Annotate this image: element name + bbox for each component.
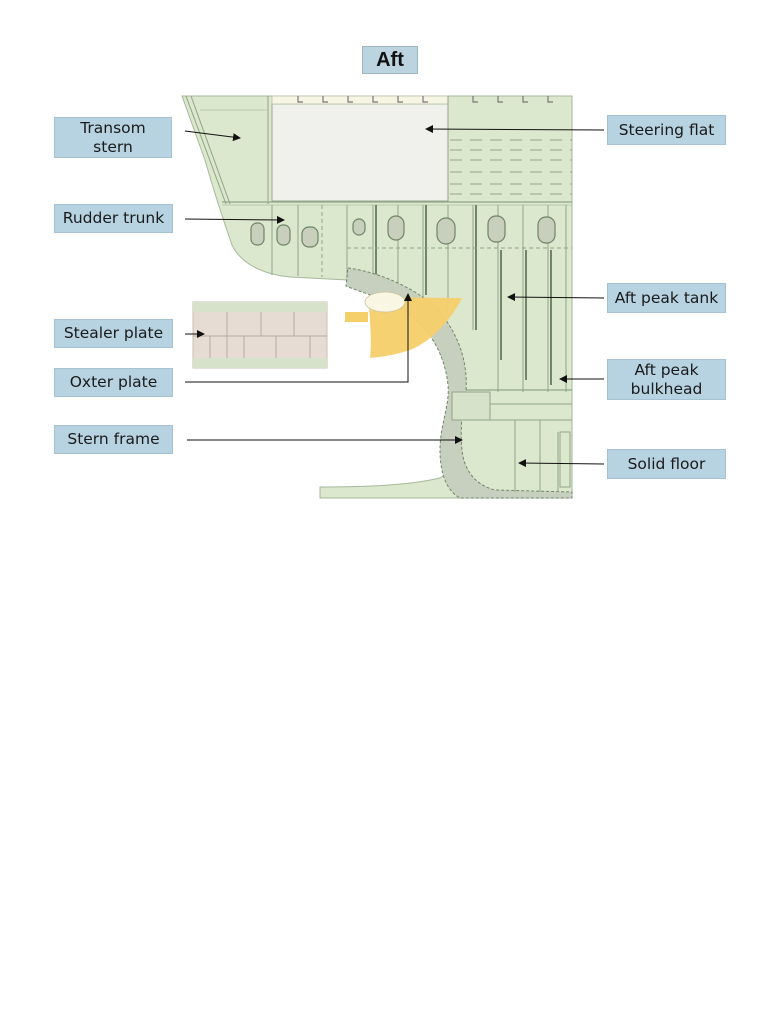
- leader-oxter-plate: [185, 293, 412, 383]
- leader-transom-stern: [184, 130, 241, 142]
- label-solid-floor: Solid floor: [607, 449, 726, 479]
- label-aft-peak-bulkhead: Aft peak bulkhead: [607, 359, 726, 400]
- label-transom-stern: Transom stern: [54, 117, 172, 158]
- tank-hatching: [450, 139, 572, 195]
- leader-aft-peak-tank: [507, 293, 605, 302]
- label-steering-flat: Steering flat: [607, 115, 726, 145]
- leader-steering-flat: [425, 125, 605, 134]
- label-oxter-plate: Oxter plate: [54, 368, 173, 397]
- label-stern-frame: Stern frame: [54, 425, 173, 454]
- leader-rudder-trunk: [184, 215, 285, 224]
- stealer-plate-inset: [192, 301, 328, 369]
- label-rudder-trunk: Rudder trunk: [54, 204, 173, 233]
- steering-flat-room: [271, 103, 449, 202]
- leader-solid-floor: [518, 459, 605, 468]
- diagram-title: Aft: [362, 46, 418, 74]
- label-aft-peak-tank: Aft peak tank: [607, 283, 726, 313]
- label-stealer-plate: Stealer plate: [54, 319, 173, 348]
